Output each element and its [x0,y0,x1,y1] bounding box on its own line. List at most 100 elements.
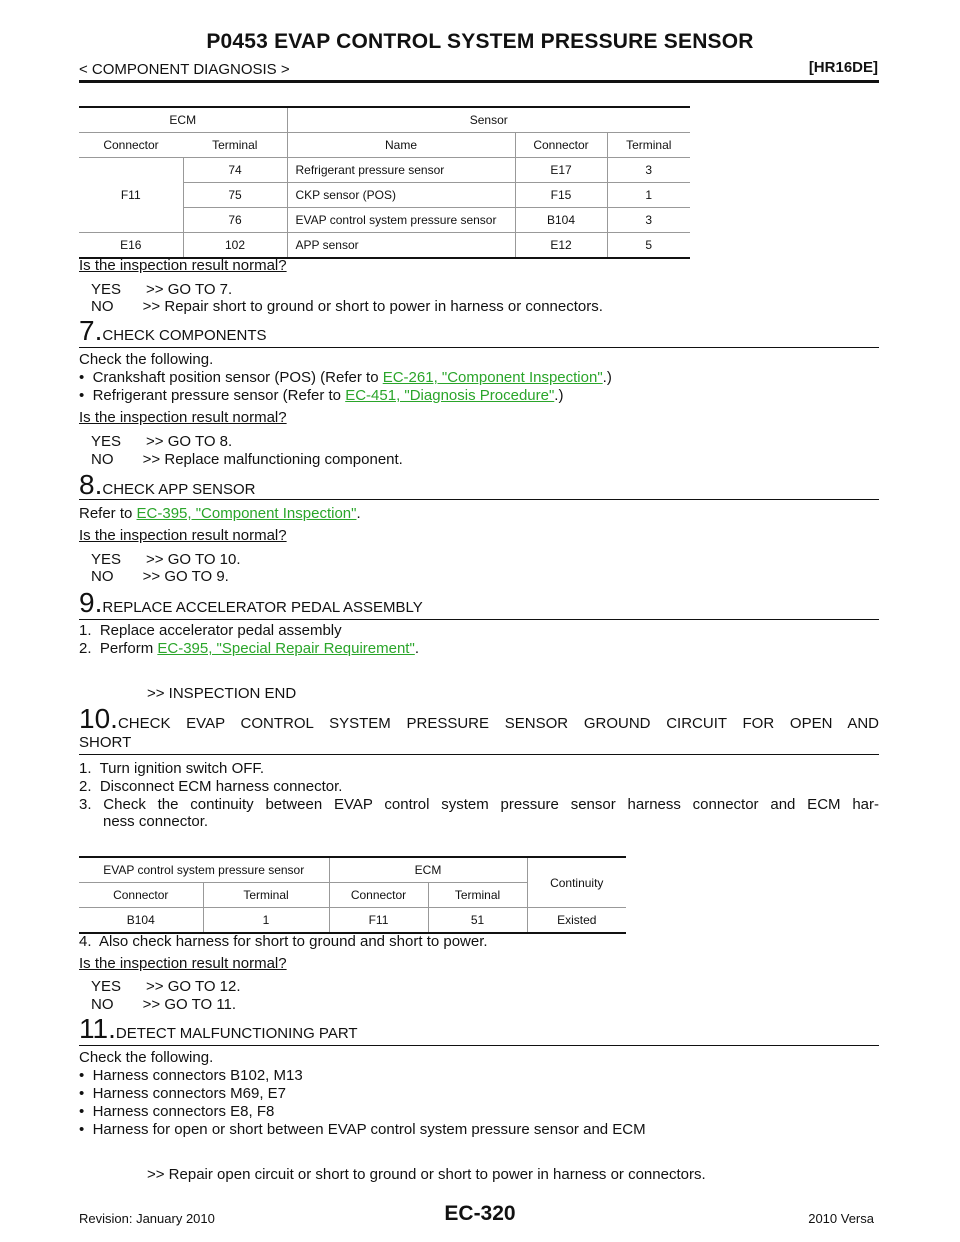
list-text: . [414,640,419,657]
column-header: Terminal [427,882,527,908]
list-text: .) [602,369,612,386]
table-cell: 102 [182,232,287,259]
table-cell: E16 [79,232,183,259]
table-cell: F11 [328,907,428,934]
table-cell: CKP sensor (POS) [286,182,515,208]
list-item: 3. Check the continuity between EVAP con… [79,796,879,813]
list-item: 2. Disconnect ECM harness connector. [79,778,343,795]
column-header: Name [286,132,515,158]
reference-link[interactable]: EC-395, "Special Repair Requirement" [157,640,415,657]
list-item: • Harness connectors M69, E7 [79,1085,287,1102]
table-cell: Refrigerant pressure sensor [286,157,515,183]
table-row: B104 1 F11 51 Existed [79,907,626,934]
step-7-heading: 7.CHECK COMPONENTS [79,317,879,348]
yes-result: YES >> GO TO 12. [91,978,241,995]
step-number: 8. [79,469,103,500]
revision-label: Revision: January 2010 [79,1211,215,1226]
step-intro: Check the following. [79,1049,214,1066]
column-header: Terminal [183,132,287,158]
column-header: Terminal [606,132,690,158]
step-10-heading: 10.CHECK EVAP CONTROL SYSTEM PRESSURE SE… [79,705,879,733]
list-item: • Refrigerant pressure sensor (Refer to … [79,387,563,405]
inspection-question: Is the inspection result normal? [79,955,287,972]
engine-label: [HR16DE] [808,59,878,76]
table-cell: 74 [182,157,287,183]
step-title: REPLACE ACCELERATOR PEDAL ASSEMBLY [102,599,423,616]
column-header: Connector [79,132,183,158]
column-header: Connector [514,132,607,158]
yes-result: YES >> GO TO 10. [91,551,241,568]
table-cell: 3 [606,207,690,233]
table-cell: B104 [79,907,203,934]
no-result: NO >> Repair short to ground or short to… [91,298,603,315]
inspection-question: Is the inspection result normal? [79,527,287,544]
step-9-heading: 9.REPLACE ACCELERATOR PEDAL ASSEMBLY [79,589,879,620]
list-text: • Refrigerant pressure sensor (Refer to [79,387,346,404]
table-header-sensor: Sensor [286,107,690,133]
table-header: EVAP control system pressure sensor [79,857,329,883]
no-result: NO >> GO TO 11. [91,996,237,1013]
page-number: EC-320 [444,1202,516,1225]
table-header: ECM [328,857,527,883]
table-header: Continuity [526,857,626,908]
table-cell: E17 [514,157,607,183]
step-10-heading-cont: SHORT [79,734,879,755]
yes-result: YES >> GO TO 7. [91,281,233,298]
list-item: • Harness connectors B102, M13 [79,1067,303,1084]
step-title: CHECK APP SENSOR [102,481,256,498]
list-item: • Harness for open or short between EVAP… [79,1121,646,1138]
step-intro: Check the following. [79,351,214,368]
table-cell: F15 [514,182,607,208]
step-11-heading: 11.DETECT MALFUNCTIONING PART [79,1015,879,1046]
step-8-heading: 8.CHECK APP SENSOR [79,471,879,500]
reference-link[interactable]: EC-261, "Component Inspection" [382,369,603,386]
table-row: E16 102 APP sensor E12 5 [79,232,690,259]
column-header: Connector [328,882,428,908]
column-header: Terminal [202,882,329,908]
continuity-table: EVAP control system pressure sensor ECM … [79,856,626,934]
list-item: 1. Replace accelerator pedal assembly [79,622,342,639]
reference-link[interactable]: EC-451, "Diagnosis Procedure" [345,387,555,404]
step-number: 10. [79,703,118,734]
reference-line: Refer to EC-395, "Component Inspection". [79,505,361,523]
inspection-question: Is the inspection result normal? [79,409,287,426]
no-result: NO >> GO TO 9. [91,568,229,585]
step-number: 11. [79,1013,116,1044]
table-cell: EVAP control system pressure sensor [286,207,515,233]
table-cell: F11 [79,157,183,233]
list-item: 4. Also check harness for short to groun… [79,933,488,950]
connector-table: ECM Sensor Connector Terminal Name Conne… [79,106,690,259]
body-text: Refer to [79,505,137,522]
header-divider [79,80,879,83]
section-label: < COMPONENT DIAGNOSIS > [79,61,290,78]
table-cell: E12 [514,232,607,259]
list-text: .) [554,387,564,404]
list-item: • Crankshaft position sensor (POS) (Refe… [79,369,612,387]
body-text: . [356,505,361,522]
inspection-end: >> INSPECTION END [147,685,297,702]
table-cell: 5 [606,232,690,259]
list-item-cont: ness connector. [103,813,209,830]
table-cell: 51 [427,907,527,934]
table-cell: 3 [606,157,690,183]
table-header-row: Connector Terminal Name Connector Termin… [79,132,690,158]
table-cell: APP sensor [286,232,515,259]
no-result: NO >> Replace malfunctioning component. [91,451,403,468]
list-text: • Crankshaft position sensor (POS) (Refe… [79,369,383,386]
reference-link[interactable]: EC-395, "Component Inspection" [136,505,357,522]
table-cell: Existed [526,907,626,934]
table-cell: 75 [182,182,287,208]
column-header: Connector [79,882,203,908]
page-title: P0453 EVAP CONTROL SYSTEM PRESSURE SENSO… [206,30,754,53]
model-label: 2010 Versa [808,1211,874,1226]
list-item: 2. Perform EC-395, "Special Repair Requi… [79,640,419,658]
list-text: 2. Perform [79,640,158,657]
list-item: • Harness connectors E8, F8 [79,1103,275,1120]
final-action: >> Repair open circuit or short to groun… [147,1166,706,1183]
list-item: 1. Turn ignition switch OFF. [79,760,265,777]
table-cell: 1 [202,907,329,934]
step-number: 9. [79,587,103,618]
table-header-row: Connector Terminal Connector Terminal [79,882,626,908]
table-row: 75 CKP sensor (POS) F15 1 [79,182,690,208]
table-row: F11 74 Refrigerant pressure sensor E17 3 [79,157,690,233]
